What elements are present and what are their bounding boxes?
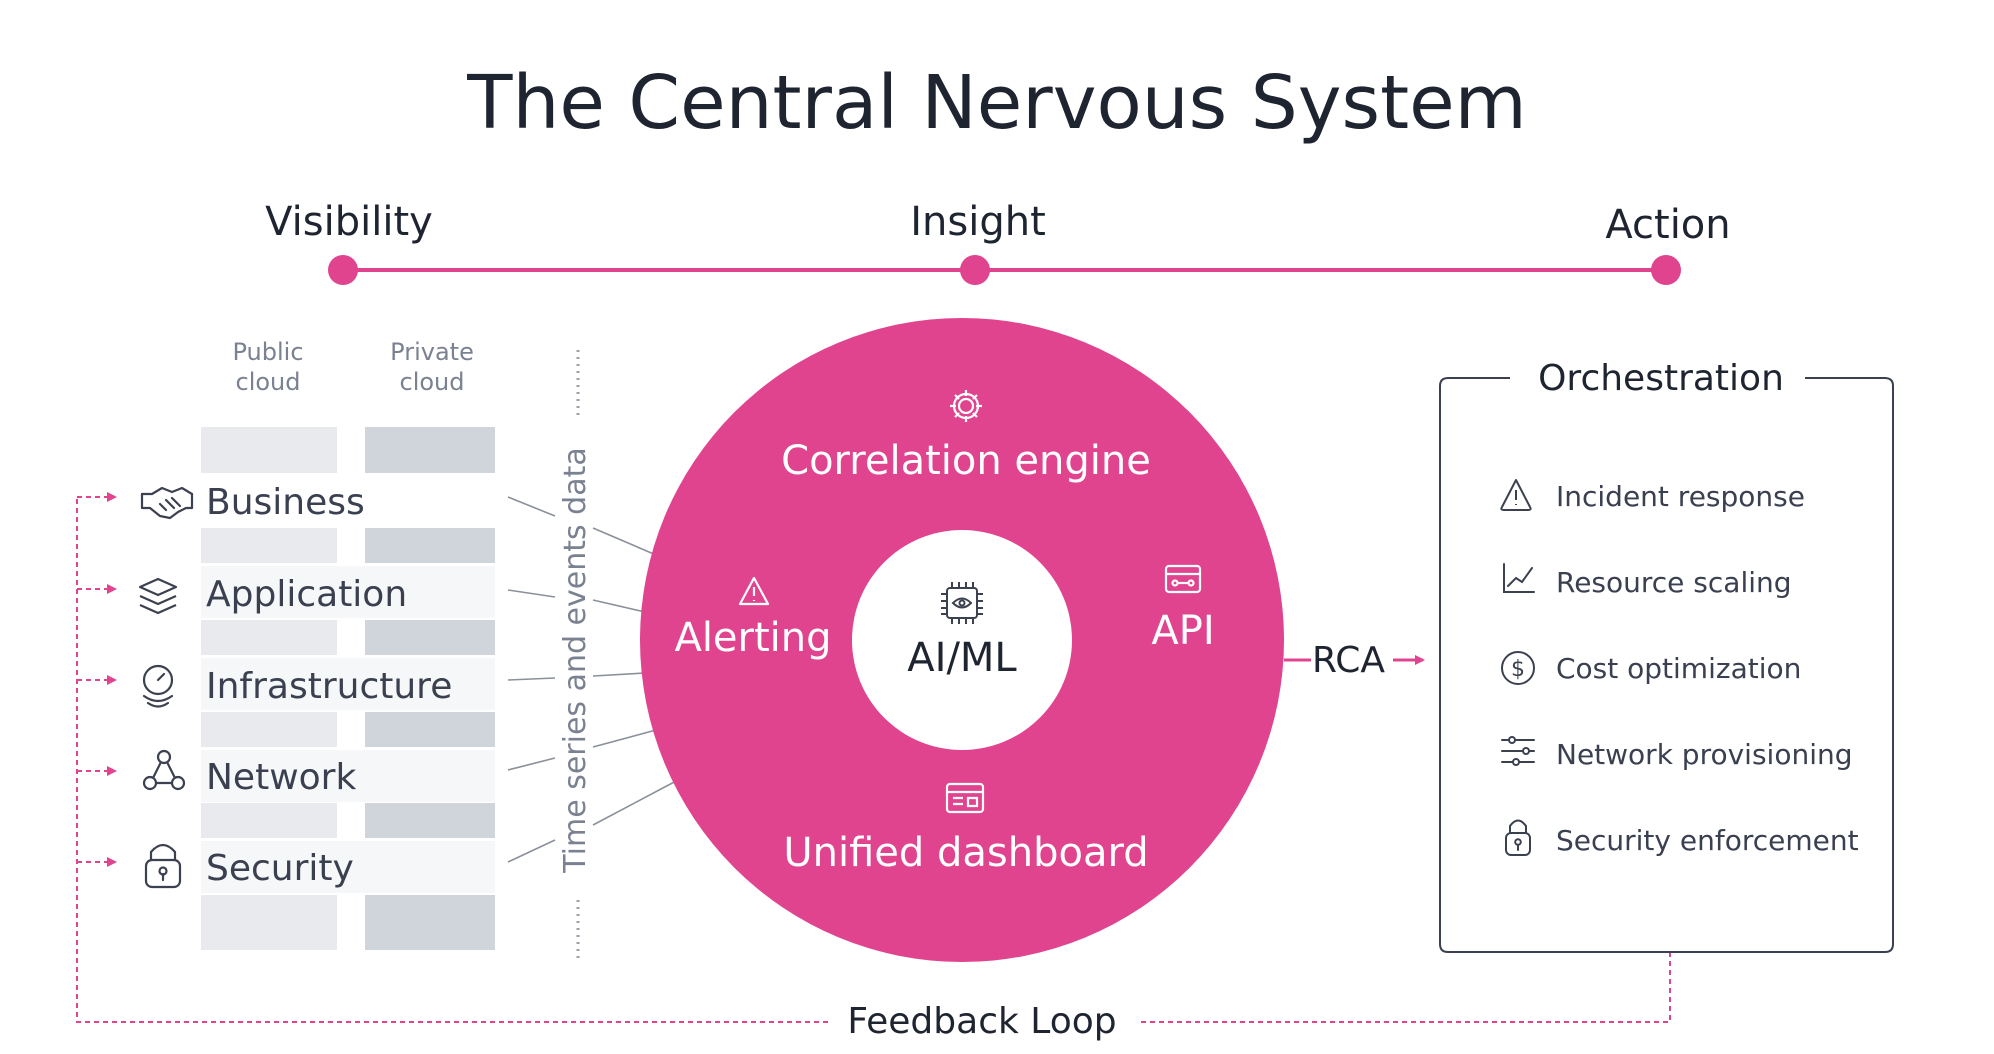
public-cloud-bars [201, 427, 337, 950]
cloud-headers: Public cloud Private cloud [232, 338, 473, 396]
orchestration-item-cost-optimization: Cost optimization [1556, 652, 1801, 685]
lock-icon [144, 843, 182, 889]
stage-label-action: Action [1605, 202, 1730, 248]
layer-rows: Business Application Infrastructure Netw… [201, 476, 495, 893]
core-center [852, 530, 1072, 750]
layer-label-infrastructure: Infrastructure [206, 666, 452, 707]
api-card-icon [1164, 564, 1202, 594]
orchestration-item-incident-response: Incident response [1556, 480, 1805, 513]
layer-label-application: Application [206, 574, 407, 615]
orchestration-item-network-provisioning: Network provisioning [1556, 738, 1853, 771]
circle-label-correlation-engine: Correlation engine [781, 438, 1151, 484]
warning-icon [1500, 479, 1532, 511]
page-title: The Central Nervous System [466, 60, 1526, 146]
gauge-icon [142, 664, 174, 708]
private-cloud-header-line1: Private [390, 338, 474, 366]
orchestration-item-resource-scaling: Resource scaling [1556, 566, 1792, 599]
dollar-icon: $ [1501, 651, 1535, 685]
core-circle: Correlation engine Alerting API Unified … [640, 318, 1284, 962]
timeline: Visibility Insight Action [265, 199, 1731, 285]
ai-chip-icon [941, 582, 983, 624]
circle-label-ai-ml: AI/ML [907, 635, 1017, 681]
dashboard-icon [945, 782, 985, 814]
layer-row-network [201, 750, 495, 802]
timeline-dot-action [1651, 255, 1681, 285]
layers-icon [138, 577, 178, 615]
side-label-group: Time series and events data [558, 350, 593, 960]
circle-label-unified-dashboard: Unified dashboard [783, 830, 1148, 876]
layer-row-infrastructure [201, 658, 495, 710]
network-nodes-icon [142, 749, 186, 791]
orchestration-panel: Orchestration $ Incident response [1439, 358, 1894, 953]
rca-label: RCA [1312, 640, 1385, 681]
warning-icon [738, 576, 770, 606]
rca-connector: RCA [1284, 640, 1425, 681]
orchestration-title: Orchestration [1538, 358, 1784, 399]
layer-row-application [201, 566, 495, 618]
private-cloud-header-line2: cloud [400, 368, 465, 396]
layer-label-network: Network [206, 757, 356, 798]
orchestration-item-security-enforcement: Security enforcement [1556, 824, 1859, 857]
layer-label-security: Security [206, 848, 354, 889]
layer-row-business [201, 476, 495, 526]
stage-label-visibility: Visibility [265, 199, 433, 245]
handshake-icon [140, 486, 194, 520]
lock-icon [1505, 819, 1531, 856]
layer-row-security [201, 841, 495, 893]
stage-label-insight: Insight [910, 199, 1046, 245]
timeline-dot-visibility [328, 255, 358, 285]
timeline-dot-insight [960, 255, 990, 285]
connector-lines [507, 496, 679, 863]
circle-label-alerting: Alerting [674, 615, 831, 661]
public-cloud-header-line1: Public [232, 338, 303, 366]
feedback-loop-label: Feedback Loop [847, 1001, 1116, 1042]
private-cloud-bars [365, 427, 495, 950]
layer-label-business: Business [206, 482, 365, 523]
circle-label-api: API [1151, 608, 1214, 654]
side-label: Time series and events data [558, 447, 593, 874]
chart-icon [1503, 563, 1535, 593]
gear-icon [950, 390, 982, 422]
feedback-loop [76, 492, 1671, 1023]
sliders-icon [1501, 736, 1535, 766]
public-cloud-header-line2: cloud [236, 368, 301, 396]
svg-text:$: $ [1511, 657, 1525, 682]
